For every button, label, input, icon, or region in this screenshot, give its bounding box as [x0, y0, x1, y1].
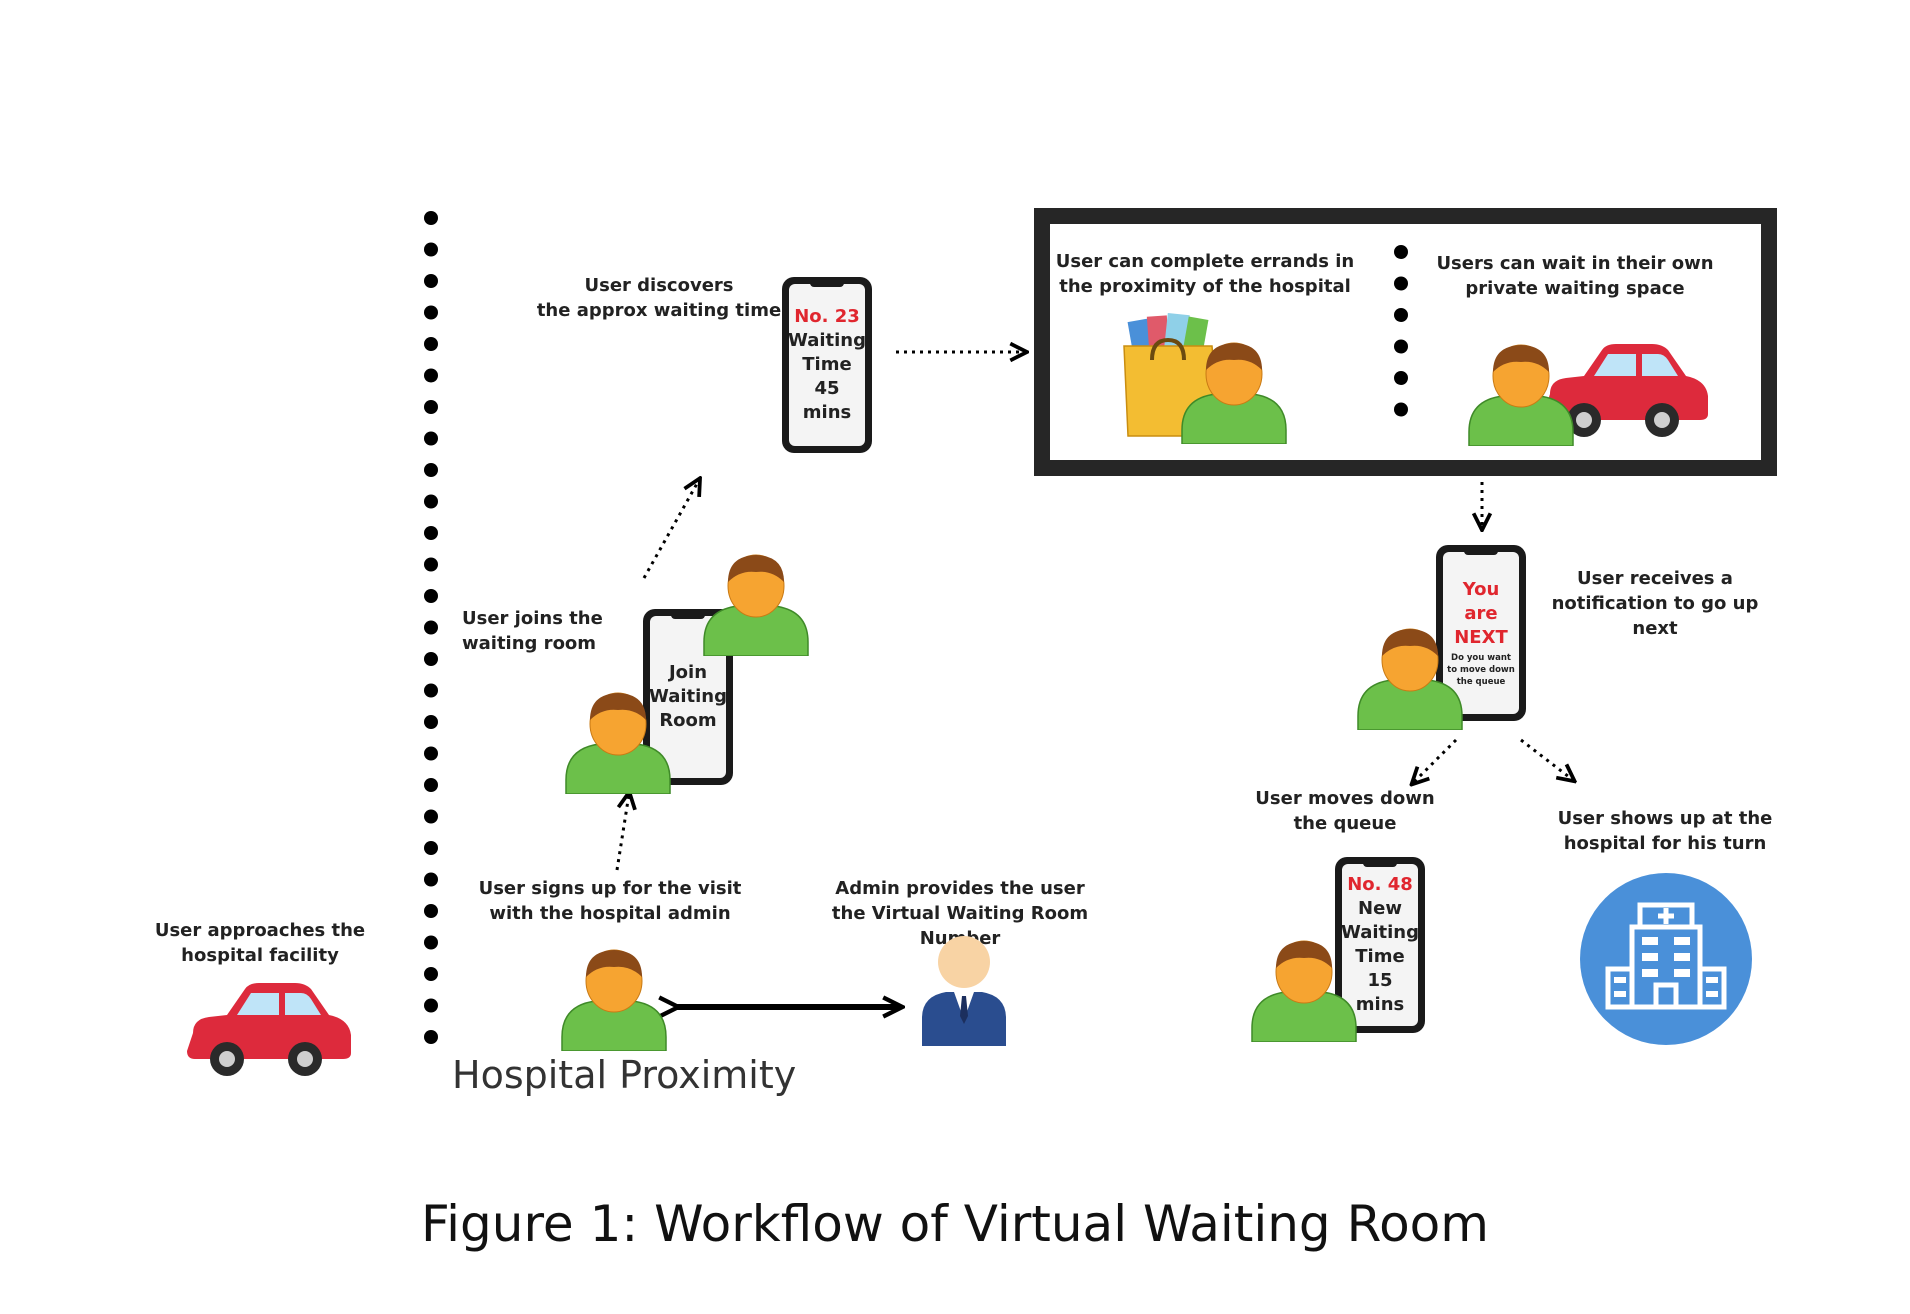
- label-errands: User can complete errands in the proximi…: [1055, 251, 1355, 297]
- phone-join-line2: Waiting: [649, 686, 728, 707]
- boundary-dot: [424, 872, 438, 887]
- label-joins: User joins the waiting room: [462, 608, 603, 654]
- label-signup: User signs up for the visit with the hos…: [478, 878, 742, 924]
- phone-join-line1: Join: [668, 662, 708, 683]
- phone-next-small: Do you want to move down the queue: [1447, 653, 1515, 687]
- car-icon: [1544, 344, 1708, 437]
- boundary-dot: [424, 967, 438, 981]
- boundary-dot: [424, 526, 438, 540]
- boundary-dot: [1394, 308, 1408, 322]
- phone-wait-line1: Waiting: [788, 330, 867, 351]
- arrow-next-to-movedown: [1413, 738, 1458, 783]
- phone-next-line2: NEXT: [1454, 627, 1508, 648]
- label-admin: Admin provides the user the Virtual Wait…: [831, 878, 1089, 949]
- boundary-dot: [424, 368, 438, 383]
- boundary-dot: [424, 589, 438, 603]
- proximity-boundary: [424, 211, 438, 1044]
- boundary-dot: [424, 242, 438, 257]
- boundary-dot: [1394, 402, 1408, 417]
- arrow-next-to-showup: [1520, 738, 1573, 780]
- phone-next: You are NEXT Do you want to move down th…: [1436, 545, 1526, 721]
- phone-new-line3: Time: [1355, 946, 1405, 967]
- boundary-dot: [424, 494, 438, 509]
- boundary-dot: [424, 683, 438, 698]
- phone-new-line4: 15 mins: [1355, 970, 1405, 1015]
- boundary-dot: [424, 431, 438, 446]
- phone-wait-line2: Time: [802, 354, 852, 375]
- boundary-dot: [424, 809, 438, 824]
- phone-join: Join Waiting Room: [643, 609, 733, 785]
- boundary-dot: [424, 211, 438, 225]
- hospital-proximity-label: Hospital Proximity: [452, 1053, 797, 1097]
- phone-new-number: No. 48: [1347, 874, 1413, 895]
- boundary-dot: [424, 1030, 438, 1044]
- waiting-options-panel: [1034, 208, 1777, 476]
- boundary-dot: [424, 935, 438, 950]
- arrow-signup-to-join: [615, 794, 629, 871]
- user-icon: [564, 690, 672, 798]
- boundary-dot: [424, 400, 438, 414]
- user-icon: [560, 947, 668, 1055]
- label-notification: User receives a notification to go up ne…: [1551, 568, 1759, 639]
- car-icon: [187, 983, 351, 1076]
- phone-wait-line3: 45 mins: [802, 378, 852, 423]
- phone-new-line2: Waiting: [1341, 922, 1420, 943]
- boundary-dot: [424, 620, 438, 635]
- user-icon: [1180, 340, 1288, 448]
- hospital-icon: [1580, 873, 1752, 1045]
- boundary-dot: [424, 904, 438, 918]
- boundary-dot: [424, 274, 438, 288]
- boundary-dot: [424, 841, 438, 855]
- label-approach: User approaches the hospital facility: [154, 920, 366, 966]
- boundary-dot: [424, 337, 438, 351]
- label-private-wait: Users can wait in their own private wait…: [1436, 253, 1714, 299]
- arrow-join-to-discover: [642, 480, 699, 579]
- boundary-dot: [1394, 245, 1408, 259]
- figure-caption: Figure 1: Workflow of Virtual Waiting Ro…: [421, 1195, 1489, 1253]
- phone-wait-number: No. 23: [794, 306, 860, 327]
- admin-icon: [922, 936, 1006, 1046]
- boundary-dot: [424, 305, 438, 320]
- user-icon: [1356, 626, 1464, 734]
- boundary-dot: [424, 652, 438, 666]
- boundary-dot: [424, 463, 438, 477]
- boundary-dot: [424, 715, 438, 729]
- boundary-dot: [424, 746, 438, 761]
- phone-new: No. 48 New Waiting Time 15 mins: [1335, 857, 1425, 1033]
- boundary-dot: [1394, 276, 1408, 291]
- phone-new-line1: New: [1358, 898, 1402, 919]
- user-icon: [1250, 938, 1358, 1046]
- boundary-dot: [424, 778, 438, 792]
- boundary-dot: [424, 998, 438, 1013]
- boundary-dot: [424, 557, 438, 572]
- user-icon: [1467, 342, 1575, 450]
- label-discovers: User discovers the approx waiting time: [536, 275, 782, 321]
- boundary-dot: [1394, 339, 1408, 354]
- boundary-dot: [1394, 371, 1408, 385]
- label-moves-down: User moves down the queue: [1255, 788, 1435, 834]
- phone-next-line1: You are: [1462, 579, 1500, 624]
- user-icon: [702, 552, 810, 660]
- phone-wait: No. 23 Waiting Time 45 mins: [782, 277, 872, 453]
- panel-divider: [1394, 245, 1408, 417]
- phone-join-line3: Room: [659, 710, 717, 731]
- label-shows-up: User shows up at the hospital for his tu…: [1557, 808, 1773, 854]
